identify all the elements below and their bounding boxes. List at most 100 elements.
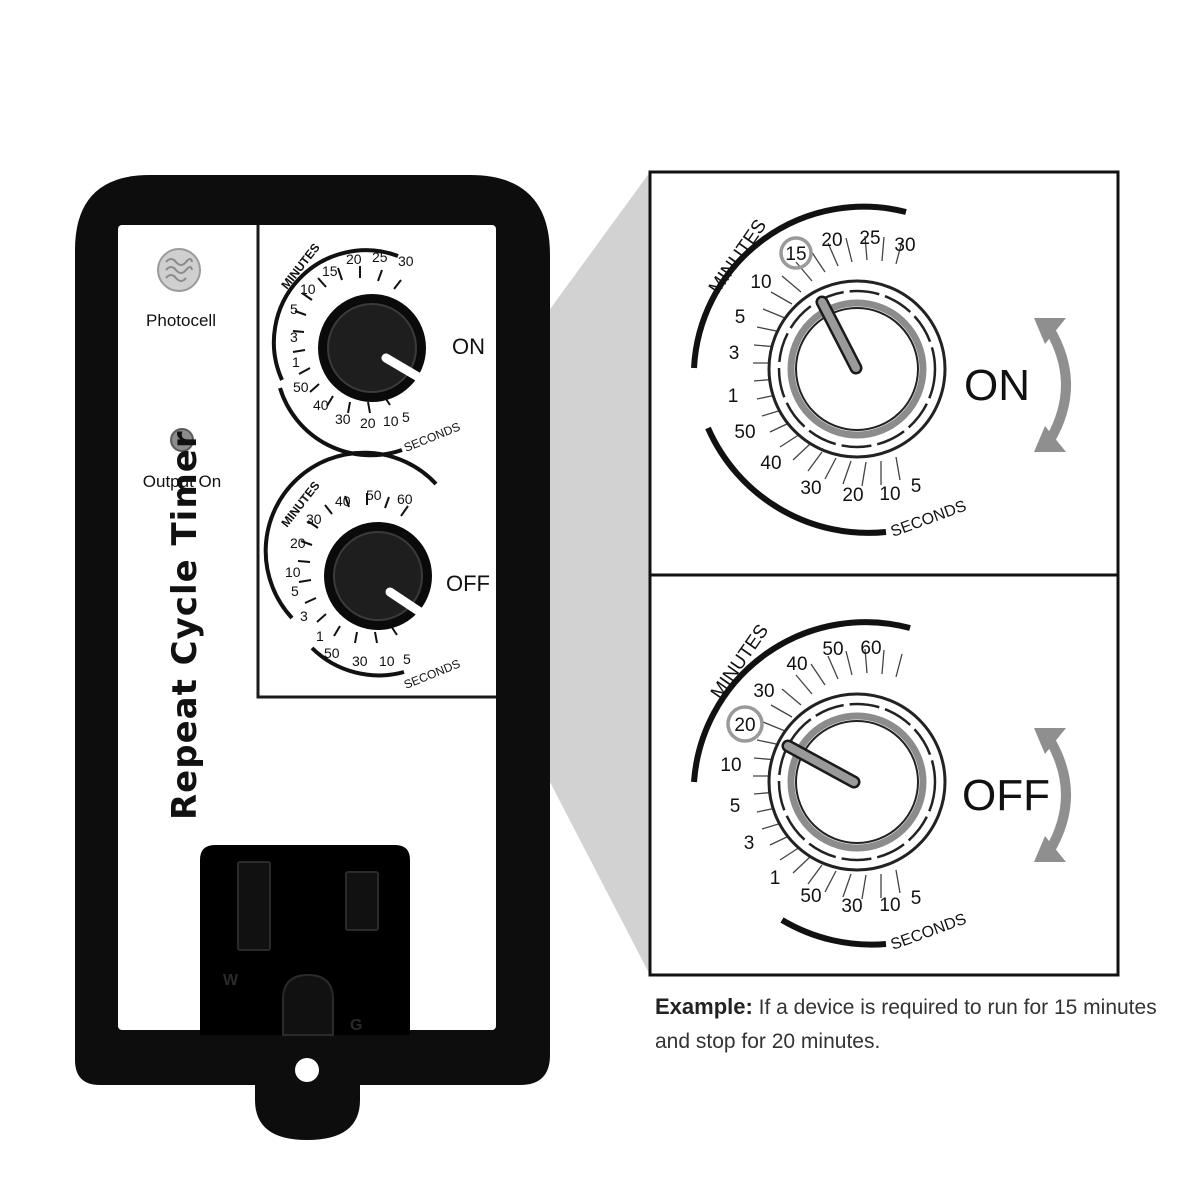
- on-min-30: 30: [894, 235, 915, 256]
- device-on-min-25: 25: [372, 249, 388, 265]
- on-sec-20: 20: [842, 485, 863, 506]
- off-sec-30: 30: [841, 896, 862, 917]
- on-knob-scallop-ring: [777, 289, 937, 449]
- off-min-60: 60: [860, 638, 881, 659]
- off-min-50: 50: [822, 639, 843, 660]
- device-off-min-1: 1: [316, 628, 324, 644]
- device-on-sec-20: 20: [360, 415, 376, 431]
- on-selected-ring: [779, 236, 813, 270]
- on-min-15: 15: [785, 244, 806, 265]
- device-dial-on-label: ON: [452, 334, 485, 359]
- timer-device: Photocell Output On Repeat Cycle Timer: [75, 175, 550, 1140]
- off-state-label: OFF: [962, 771, 1050, 820]
- device-dial-off-minutes-arc: [263, 450, 438, 620]
- device-off-min-5: 5: [291, 583, 299, 599]
- dial-panel: [256, 225, 496, 699]
- on-min-25: 25: [859, 228, 880, 249]
- on-seconds-arc: [705, 426, 887, 536]
- output-led: [170, 428, 194, 452]
- device-dial-off-label: OFF: [446, 571, 490, 596]
- off-knob-scallop-ring: [777, 702, 937, 862]
- on-sec-50: 50: [734, 422, 755, 443]
- device-on-min-20: 20: [346, 251, 362, 267]
- off-min-1: 1: [770, 868, 781, 889]
- on-min-5: 5: [735, 307, 746, 328]
- off-min-20: 20: [734, 715, 755, 736]
- example-caption: Example: If a device is required to run …: [655, 990, 1175, 1059]
- off-minutes-arc: [691, 619, 911, 783]
- photocell-label: Photocell: [146, 311, 216, 330]
- on-sec-10: 10: [879, 484, 900, 505]
- on-min-3: 3: [729, 343, 740, 364]
- off-sec-50: 50: [800, 886, 821, 907]
- off-min-40: 40: [786, 654, 807, 675]
- device-off-sec-5: 5: [403, 651, 411, 667]
- outlet-neutral-slot: [345, 871, 379, 931]
- off-min-10: 10: [720, 755, 741, 776]
- on-sec-40: 40: [760, 453, 781, 474]
- device-on-sec-40: 40: [313, 397, 329, 413]
- device-off-sec-10: 10: [379, 653, 395, 669]
- on-state-label: ON: [964, 361, 1030, 410]
- off-sec-5: 5: [911, 888, 922, 909]
- off-knob: [767, 692, 947, 872]
- outlet-ground-hole: [282, 973, 334, 1036]
- off-selected-ring: [726, 705, 764, 743]
- off-min-5: 5: [730, 796, 741, 817]
- off-min-3: 3: [744, 833, 755, 854]
- device-dial-off: OFF MINUTES SECONDS 1 3 5 10 20 30 40 50…: [263, 450, 490, 692]
- device-on-min-30: 30: [398, 253, 414, 269]
- device-on-min-1: 1: [292, 354, 300, 370]
- device-on-min-3: 3: [290, 329, 298, 345]
- device-dial-on-minutes-arc: [271, 248, 399, 381]
- device-off-min-20: 20: [290, 535, 306, 551]
- device-dial-on-ticks: [292, 266, 402, 414]
- off-rotate-arrows-icon: [1034, 728, 1071, 862]
- zoom-panel-off: MINUTES SECONDS 1 3 5 10 20 30 40 50 60 …: [648, 573, 1120, 977]
- device-on-sec-50: 50: [293, 379, 309, 395]
- example-lead: Example:: [655, 994, 753, 1019]
- on-min-1: 1: [728, 386, 739, 407]
- off-seconds-arc: [780, 917, 887, 948]
- device-off-min-3: 3: [300, 608, 308, 624]
- device-off-min-60: 60: [397, 491, 413, 507]
- device-off-min-40: 40: [335, 493, 351, 509]
- off-min-30: 30: [753, 681, 774, 702]
- device-off-sec-50: 50: [324, 645, 340, 661]
- off-knob-pointer-fill: [784, 742, 858, 786]
- hang-hole: [295, 1058, 319, 1082]
- device-on-sec-10: 10: [383, 413, 399, 429]
- device-off-min-30: 30: [306, 511, 322, 527]
- device-off-min-50: 50: [366, 487, 382, 503]
- device-on-min-10: 10: [300, 281, 316, 297]
- device-on-min-15: 15: [322, 263, 338, 279]
- example-text: If a device is required to run for 15 mi…: [655, 996, 1157, 1053]
- device-dial-off-pointer: [385, 587, 431, 621]
- on-knob-pointer-fill: [818, 298, 860, 372]
- on-minutes-arc: [691, 203, 907, 369]
- device-on-sec-5: 5: [402, 409, 410, 425]
- device-on-min-5: 5: [290, 301, 298, 317]
- device-dial-off-ticks: [297, 493, 409, 644]
- photocell-sensor: [157, 248, 201, 292]
- device-dial-on-knob-ring: [327, 303, 417, 393]
- zoom-panel-off-frame: [648, 573, 1120, 977]
- output-label: Output On: [143, 472, 221, 491]
- on-min-10: 10: [750, 272, 771, 293]
- device-dial-off-seconds-arc: [310, 646, 405, 678]
- device-dial-on-pointer: [381, 353, 425, 383]
- on-sec-30: 30: [800, 478, 821, 499]
- on-sec-5: 5: [911, 476, 922, 497]
- device-on-sec-30: 30: [335, 411, 351, 427]
- outlet-hot-slot: [237, 861, 271, 951]
- on-rotate-arrows-icon: [1034, 318, 1071, 452]
- power-outlet[interactable]: W G: [200, 845, 410, 1036]
- on-knob: [767, 279, 947, 459]
- outlet-label-g: G: [350, 1017, 362, 1034]
- off-sec-10: 10: [879, 895, 900, 916]
- faceplate: [118, 225, 496, 1030]
- device-off-min-10: 10: [285, 564, 301, 580]
- device-off-sec-30: 30: [352, 653, 368, 669]
- hang-tab: [255, 1050, 360, 1140]
